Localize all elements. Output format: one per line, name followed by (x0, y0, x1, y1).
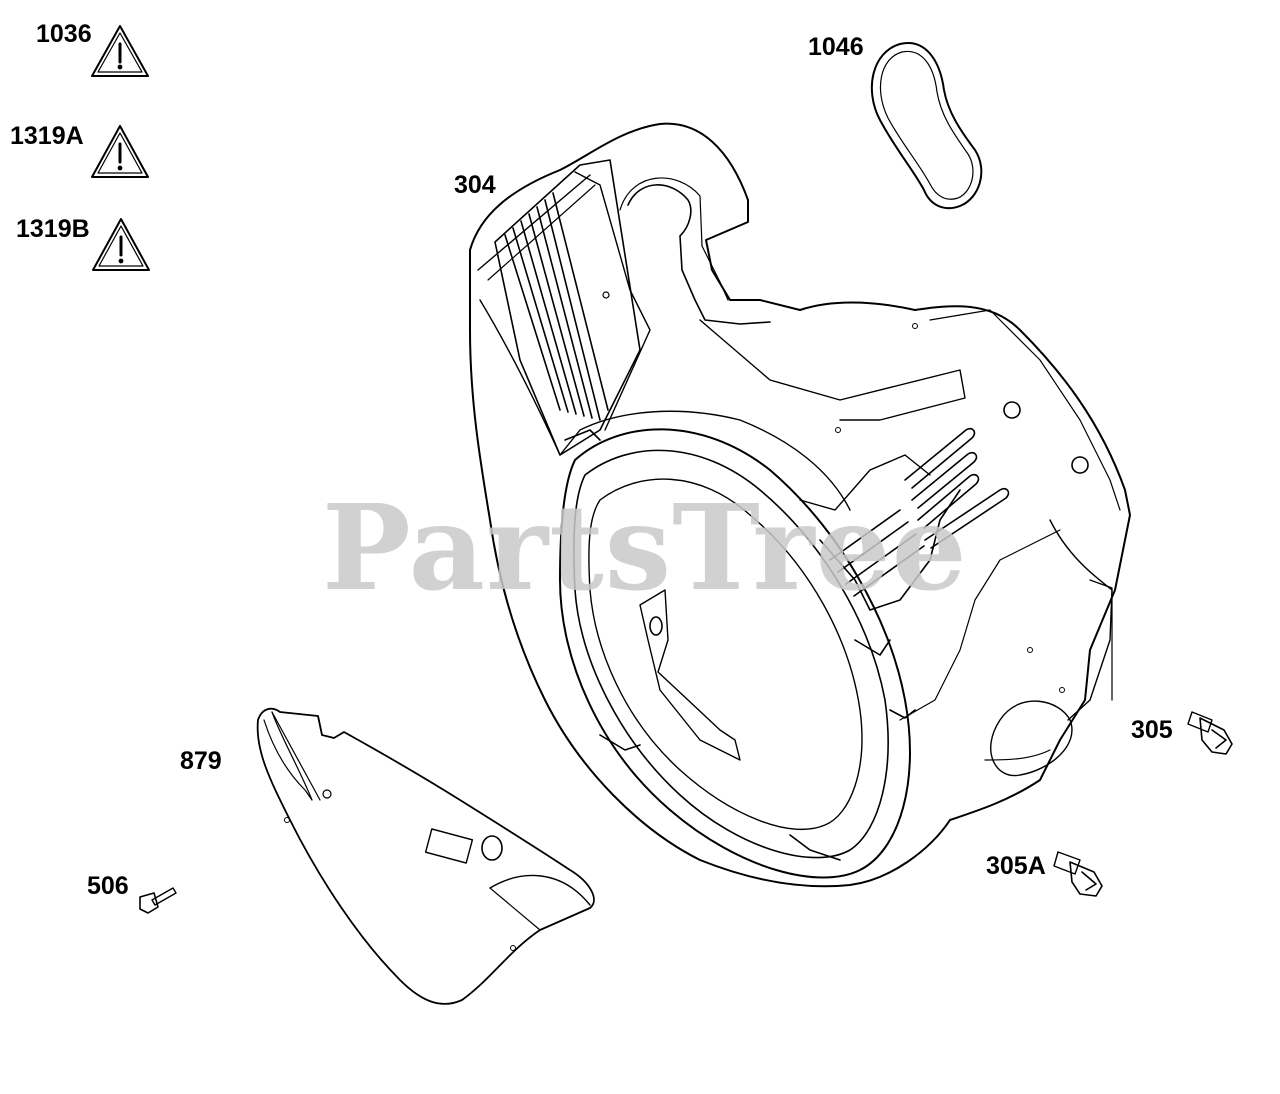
shield-part-879 (256, 707, 595, 1005)
watermark-text: PartsTree (322, 478, 968, 617)
seal-part-1046 (870, 42, 983, 210)
bolt-part-305 (1187, 711, 1233, 755)
callout-1319a: 1319A (10, 122, 84, 150)
warning-icon-1036 (91, 25, 149, 77)
callout-304: 304 (454, 171, 496, 199)
screw-part-506 (139, 887, 177, 914)
callout-305a: 305A (986, 852, 1046, 880)
bolt-part-305a (1053, 851, 1103, 897)
callout-1319b: 1319B (16, 215, 90, 243)
callout-506: 506 (87, 872, 129, 900)
warning-icon-1319b (92, 218, 150, 271)
blower-housing-part-304 (469, 122, 1131, 888)
callout-879: 879 (180, 747, 222, 775)
callout-1036: 1036 (36, 20, 92, 48)
warning-icon-1319a (91, 125, 149, 178)
callout-305: 305 (1131, 716, 1173, 744)
callout-1046: 1046 (808, 33, 864, 61)
